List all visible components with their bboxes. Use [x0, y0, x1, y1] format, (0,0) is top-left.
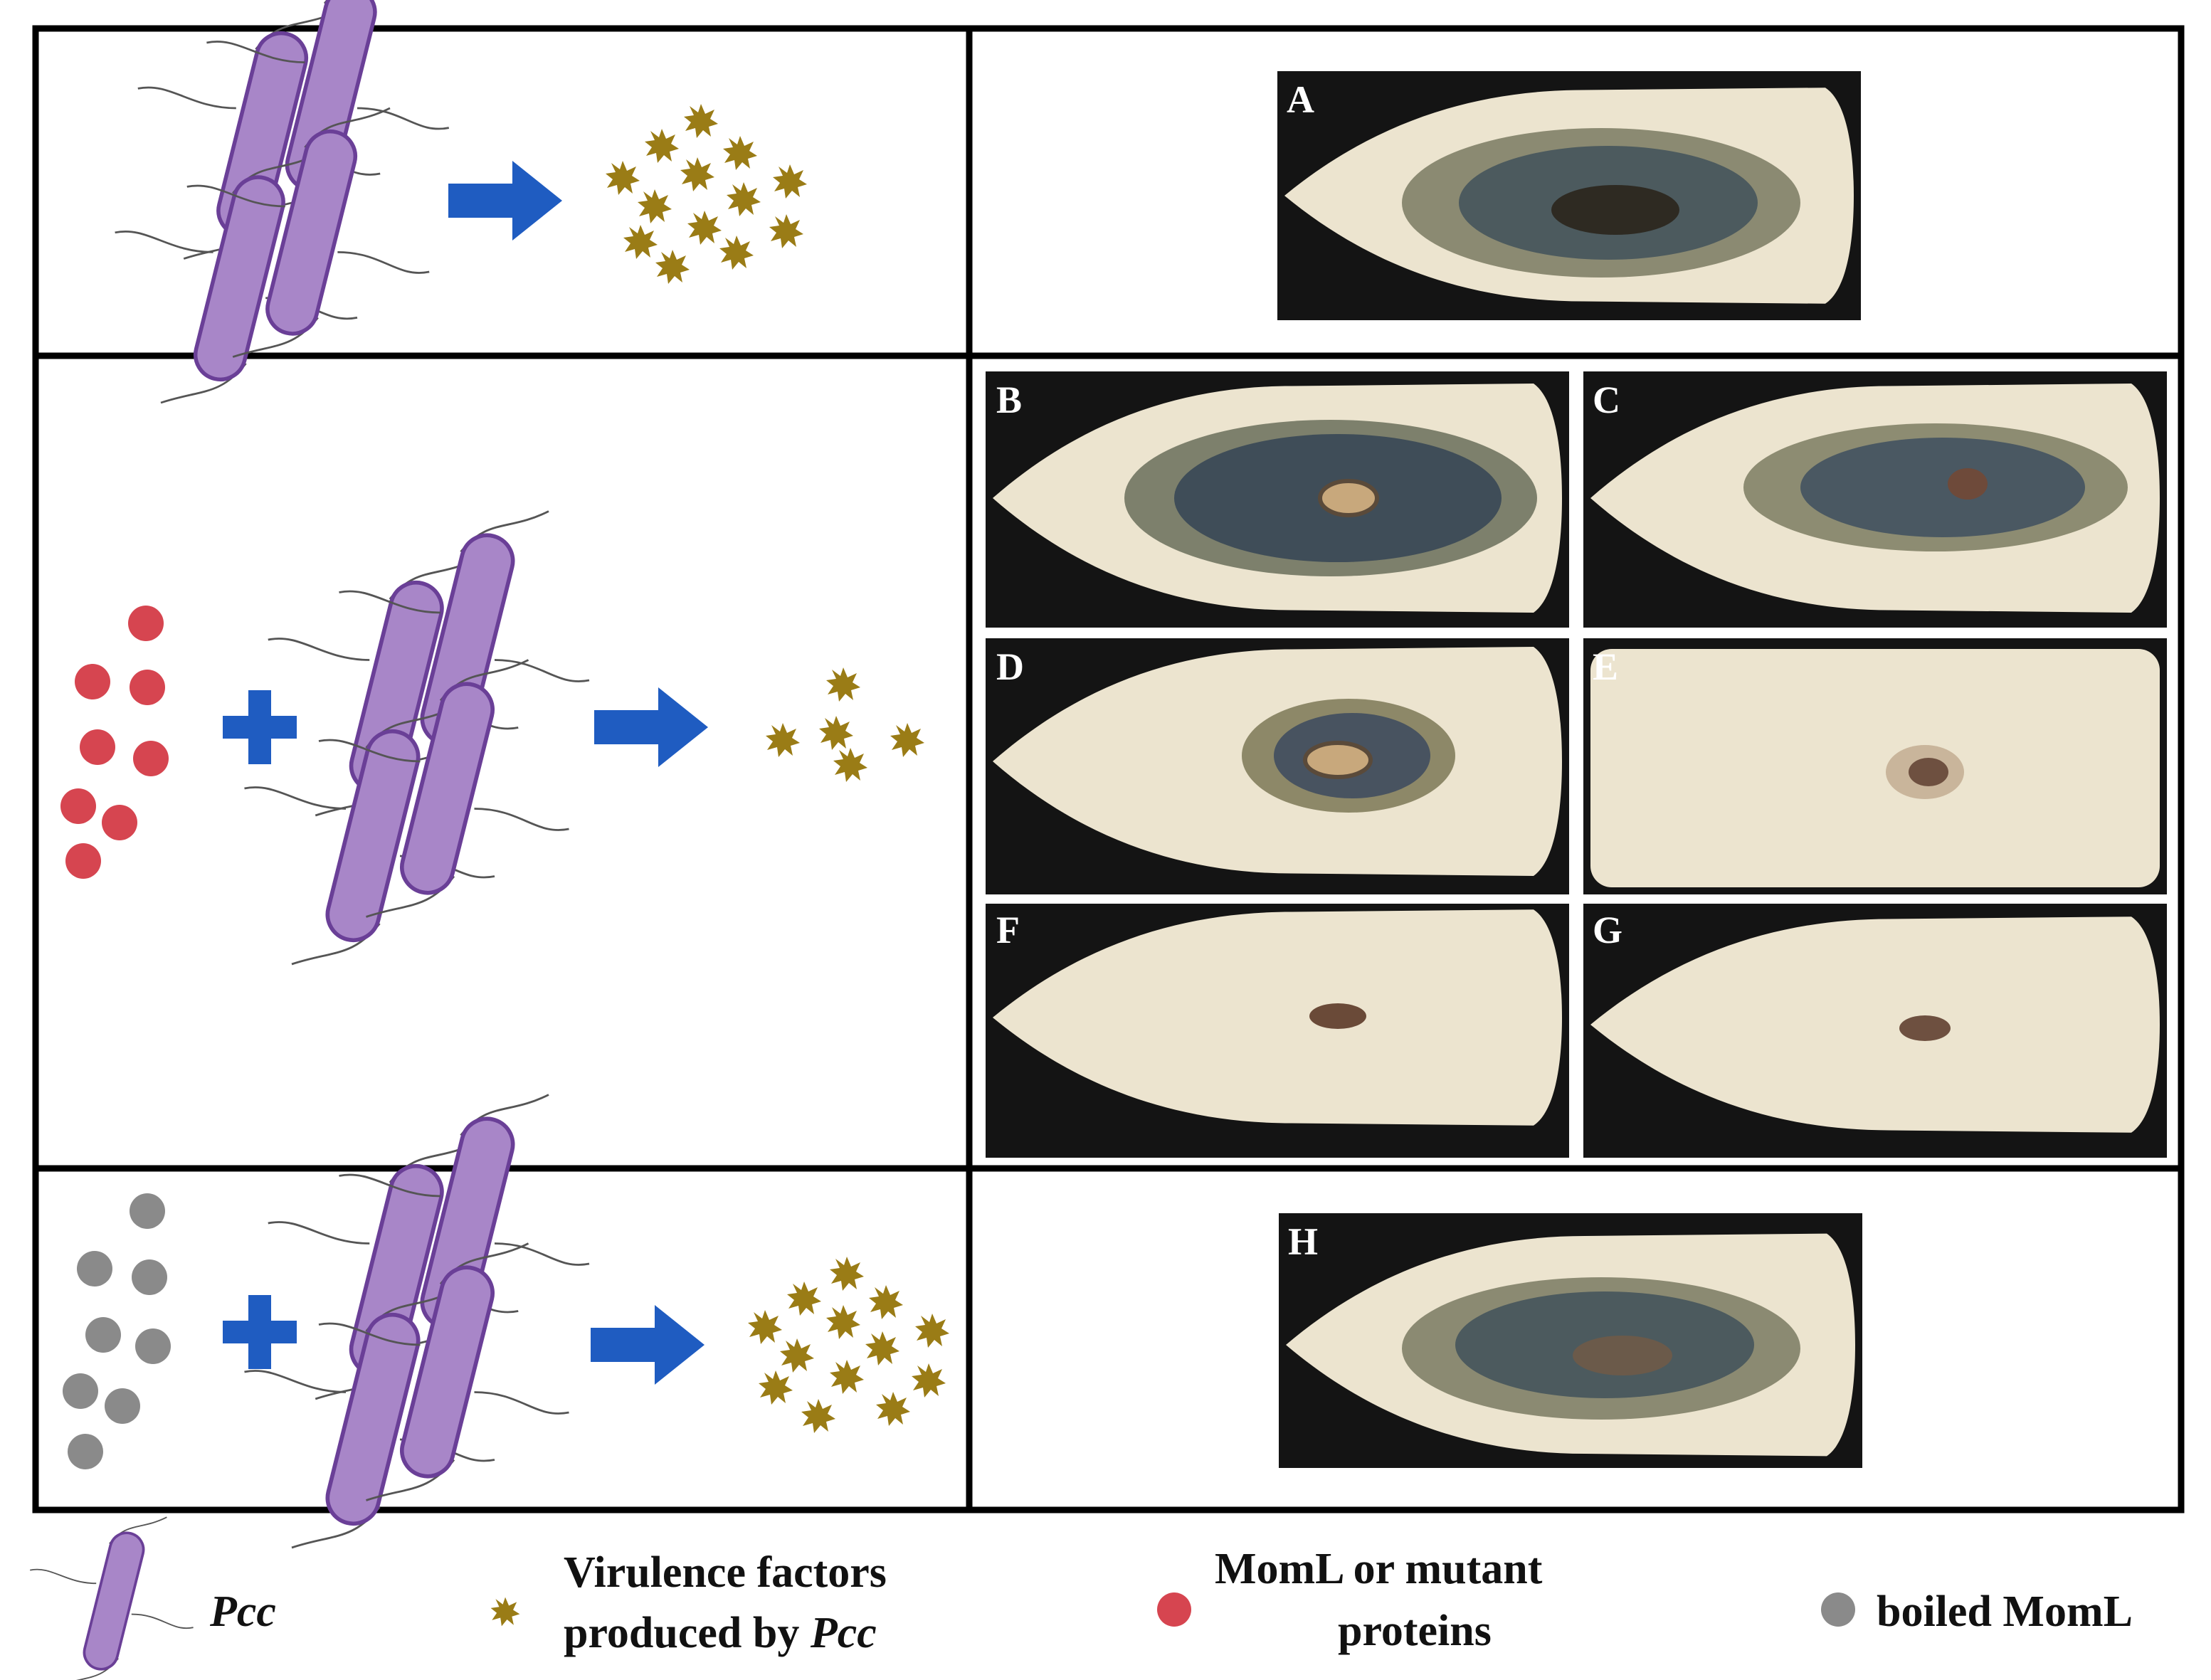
row-1-schematic: [115, 0, 807, 403]
photo-a: A: [1277, 71, 1861, 320]
right-arrow-icon: [594, 687, 708, 767]
rod-bacterium-icon: [28, 1516, 195, 1680]
plus-icon: [223, 1295, 297, 1369]
virulence-factor-cluster: [606, 104, 807, 284]
momL-protein-cluster: [60, 606, 169, 879]
legend-virulence-line1: Virulence factors: [564, 1548, 887, 1597]
panel-letter-h: H: [1288, 1220, 1318, 1263]
dot-icon: [1157, 1592, 1191, 1627]
legend-pcc: Pcc: [28, 1516, 276, 1680]
bacteria-cluster: [115, 0, 449, 403]
dot-icon: [1821, 1592, 1855, 1627]
photo-c: C: [1583, 371, 2167, 628]
legend-momL: MomL or mutant proteins: [1157, 1545, 1543, 1655]
panel-letter-f: F: [996, 909, 1020, 951]
photo-g: G: [1583, 904, 2167, 1158]
photo-h: H: [1279, 1213, 1862, 1468]
panel-letter-e: E: [1593, 645, 1618, 688]
virulence-factor-cluster: [766, 667, 924, 782]
legend: Pcc Virulence factors produced by Pcc Mo…: [28, 1516, 2133, 1680]
legend-virulence-line2: produced by Pcc: [564, 1609, 877, 1657]
photo-b: B: [986, 371, 1569, 628]
photo-e: E: [1583, 638, 2167, 894]
panel-letter-c: C: [1593, 379, 1620, 421]
legend-momL-line2: proteins: [1338, 1607, 1492, 1655]
boiled-momL-cluster: [63, 1193, 171, 1469]
right-arrow-icon: [591, 1305, 705, 1385]
panel-letter-b: B: [996, 379, 1022, 421]
outer-frame: [32, 25, 2185, 1513]
photo-d: D: [986, 638, 1569, 894]
panel-letter-a: A: [1287, 78, 1314, 121]
legend-momL-line1: MomL or mutant: [1215, 1545, 1543, 1593]
virulence-factor-cluster: [748, 1257, 949, 1433]
row-3-schematic: [63, 1095, 949, 1548]
legend-boiled: boiled MomL: [1821, 1587, 2133, 1636]
legend-boiled-label: boiled MomL: [1877, 1587, 2133, 1636]
photo-f: F: [986, 904, 1569, 1158]
row-2-schematic: [60, 512, 924, 965]
legend-virulence: Virulence factors produced by Pcc: [490, 1548, 887, 1657]
panel-letter-d: D: [996, 645, 1024, 688]
plus-icon: [223, 690, 297, 764]
spiky-star-icon: [490, 1597, 520, 1627]
photo-grid: B C D E: [978, 366, 2174, 1160]
panel-letter-g: G: [1593, 909, 1622, 951]
right-arrow-icon: [448, 161, 562, 241]
legend-pcc-label: Pcc: [209, 1587, 276, 1636]
